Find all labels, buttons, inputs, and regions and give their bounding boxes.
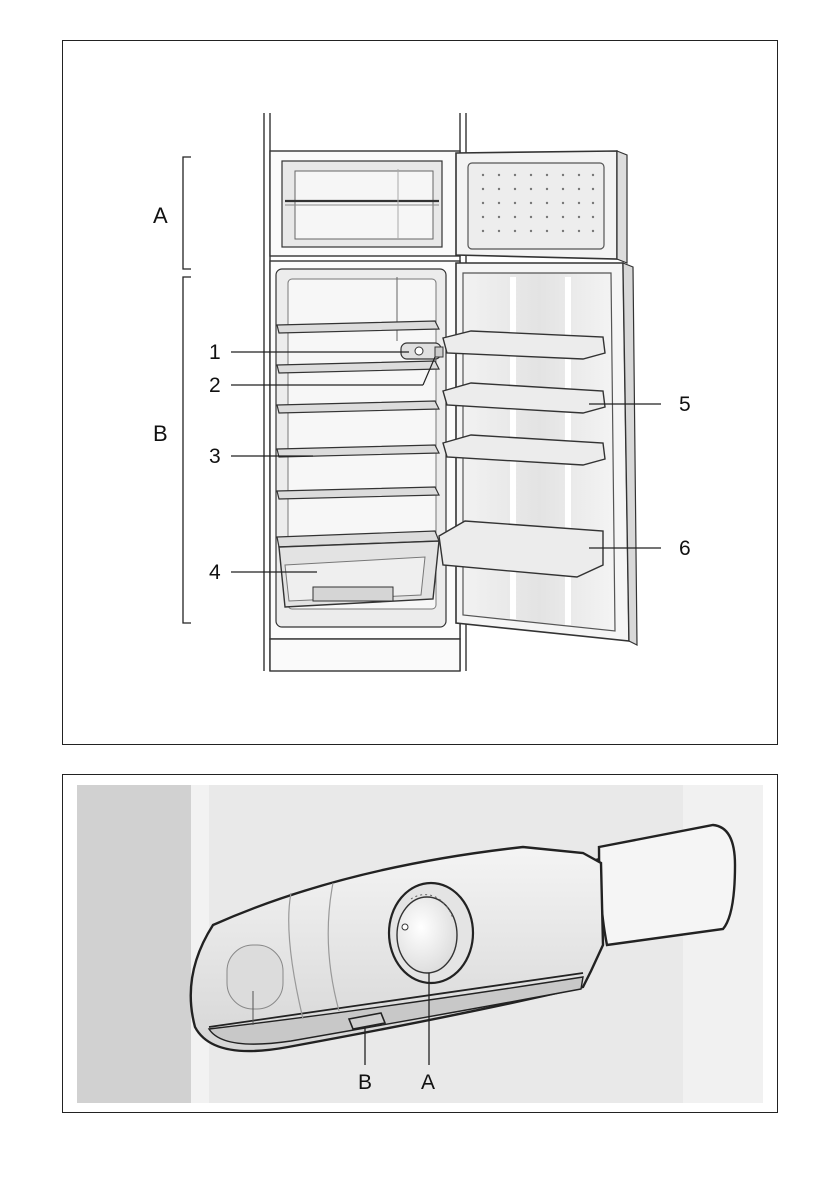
callout-3: 3 — [209, 445, 221, 468]
callout-6: 6 — [679, 537, 691, 560]
callout-a: A — [421, 1071, 435, 1094]
freezer-compartment — [270, 151, 460, 256]
cabinet-base — [270, 639, 460, 671]
bracket-fridge — [183, 277, 191, 623]
fridge-illustration: A B 1 2 3 4 5 6 — [63, 41, 779, 746]
callout-4: 4 — [209, 561, 221, 584]
figure-2-frame: B A — [62, 774, 778, 1113]
label-fridge-section: B — [153, 421, 168, 446]
callout-2: 2 — [209, 374, 221, 397]
freezer-door — [456, 151, 627, 263]
callout-b: B — [358, 1071, 372, 1094]
thermostat-illustration: B A — [63, 775, 779, 1114]
temperature-knob — [389, 883, 473, 983]
label-freezer-section: A — [153, 203, 168, 228]
callout-5: 5 — [679, 393, 691, 416]
figure-1-frame: A B 1 2 3 4 5 6 — [62, 40, 778, 745]
vegetable-drawer — [279, 541, 439, 607]
section-brackets — [183, 157, 191, 623]
bracket-freezer — [183, 157, 191, 269]
thermostat-light-unit — [401, 343, 443, 359]
callout-1: 1 — [209, 341, 221, 364]
